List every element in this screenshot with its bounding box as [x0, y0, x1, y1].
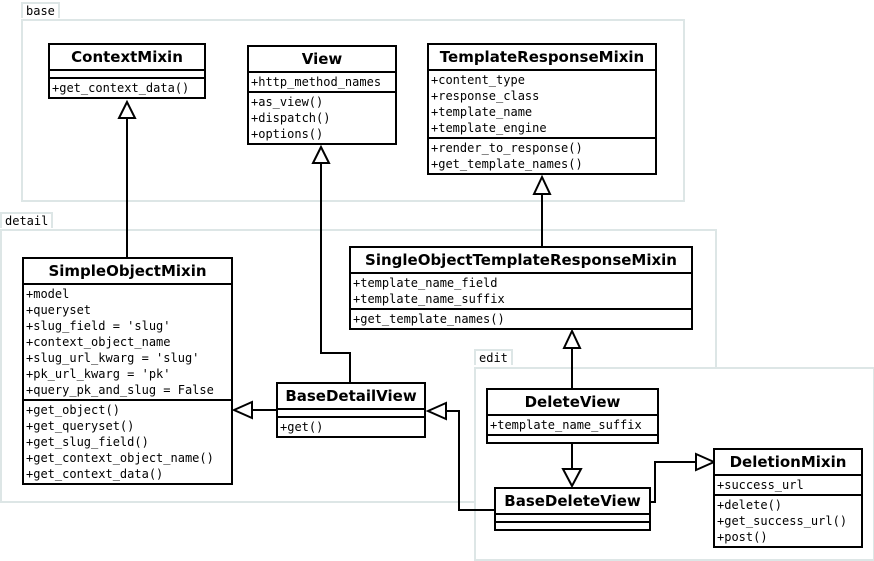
- package-base: [21, 19, 685, 202]
- method: +get_queryset(): [26, 419, 135, 433]
- method: +get_success_url(): [717, 514, 848, 528]
- method: +options(): [251, 127, 324, 141]
- class-context-mixin: ContextMixin +get_context_data(): [48, 43, 206, 99]
- attribute: +context_object_name: [26, 335, 171, 349]
- class-delete-view: DeleteView +template_name_suffix: [486, 388, 659, 444]
- method: +dispatch(): [251, 111, 331, 125]
- package-base-label: base: [21, 2, 60, 18]
- attributes-section: +http_method_names: [249, 73, 395, 93]
- attribute: +pk_url_kwarg = 'pk': [26, 367, 171, 381]
- class-name: DeletionMixin: [715, 450, 861, 476]
- attributes-section: +template_name_field +template_name_suff…: [351, 274, 691, 310]
- methods-section: +get_template_names(): [351, 310, 691, 328]
- class-name: View: [249, 47, 395, 73]
- attributes-section: +success_url: [715, 476, 861, 496]
- edge-basedetailview-view: [320, 163, 351, 383]
- class-view: View +http_method_names +as_view() +disp…: [247, 45, 397, 145]
- method: +get_template_names(): [353, 312, 505, 326]
- arrow-contextmixin: [117, 99, 137, 119]
- methods-section: +get_object() +get_queryset() +get_slug_…: [24, 401, 231, 483]
- attribute: +http_method_names: [251, 75, 382, 89]
- edge-basedeleteview-deletionmixin: [650, 461, 696, 503]
- arrow-deletionmixin: [695, 452, 717, 472]
- arrow-templateresponsemixin: [532, 174, 552, 195]
- attribute: +response_class: [431, 89, 540, 103]
- method: +get_slug_field(): [26, 435, 149, 449]
- attribute: +model: [26, 287, 70, 301]
- attribute: +queryset: [26, 303, 92, 317]
- method: +get_context_data(): [52, 81, 190, 95]
- package-detail-label: detail: [0, 212, 54, 228]
- attribute: +query_pk_and_slug = False: [26, 383, 214, 397]
- attribute: +slug_url_kwarg = 'slug': [26, 351, 200, 365]
- arrow-singleobjecttemplate: [562, 328, 582, 349]
- method: +get_context_data(): [26, 467, 164, 481]
- attribute: +template_name_suffix: [353, 292, 505, 306]
- class-name: ContextMixin: [50, 45, 204, 71]
- class-name: SingleObjectTemplateResponseMixin: [351, 248, 691, 274]
- attribute: +template_name_field: [353, 276, 498, 290]
- class-name: DeleteView: [488, 390, 657, 416]
- method: +delete(): [717, 498, 783, 512]
- method: +get_object(): [26, 403, 120, 417]
- methods-section: +render_to_response() +get_template_name…: [429, 139, 655, 173]
- methods-section: +delete() +get_success_url() +post(): [715, 496, 861, 546]
- method: +get_template_names(): [431, 157, 583, 171]
- method: +as_view(): [251, 95, 324, 109]
- methods-section: +as_view() +dispatch() +options(): [249, 93, 395, 143]
- arrow-basedetailview: [425, 401, 447, 421]
- class-single-object-template-response-mixin: SingleObjectTemplateResponseMixin +templ…: [349, 246, 693, 330]
- class-name: BaseDeleteView: [496, 489, 649, 515]
- arrow-basedeleteview: [561, 468, 583, 489]
- edge-basedeleteview-basedetailview: [446, 410, 494, 511]
- class-name: BaseDetailView: [278, 384, 424, 410]
- method: +render_to_response(): [431, 141, 583, 155]
- attribute: +template_name_suffix: [490, 418, 642, 432]
- attributes-section: +content_type +response_class +template_…: [429, 71, 655, 139]
- attributes-section: [496, 515, 649, 523]
- methods-section: [496, 523, 649, 529]
- attribute: +slug_field = 'slug': [26, 319, 171, 333]
- package-detail: [0, 229, 717, 503]
- arrow-simpleobjectmixin: [231, 400, 253, 420]
- class-name: TemplateResponseMixin: [429, 45, 655, 71]
- attribute: +success_url: [717, 478, 804, 492]
- attribute: +template_name: [431, 105, 533, 119]
- attribute: +content_type: [431, 73, 525, 87]
- attribute: +template_engine: [431, 121, 547, 135]
- class-deletion-mixin: DeletionMixin +success_url +delete() +ge…: [713, 448, 863, 548]
- class-base-detail-view: BaseDetailView +get(): [276, 382, 426, 438]
- methods-section: [488, 436, 657, 442]
- method: +get_context_object_name(): [26, 451, 214, 465]
- attributes-section: [50, 71, 204, 79]
- arrow-view: [311, 144, 331, 164]
- class-template-response-mixin: TemplateResponseMixin +content_type +res…: [427, 43, 657, 175]
- method: +get(): [280, 420, 324, 434]
- methods-section: +get(): [278, 418, 424, 436]
- package-edit-label: edit: [474, 349, 513, 365]
- class-name: SimpleObjectMixin: [24, 259, 231, 285]
- class-base-delete-view: BaseDeleteView: [494, 487, 651, 531]
- attributes-section: +model +queryset +slug_field = 'slug' +c…: [24, 285, 231, 401]
- attributes-section: [278, 410, 424, 418]
- attributes-section: +template_name_suffix: [488, 416, 657, 436]
- methods-section: +get_context_data(): [50, 79, 204, 97]
- class-simple-object-mixin: SimpleObjectMixin +model +queryset +slug…: [22, 257, 233, 485]
- method: +post(): [717, 530, 768, 544]
